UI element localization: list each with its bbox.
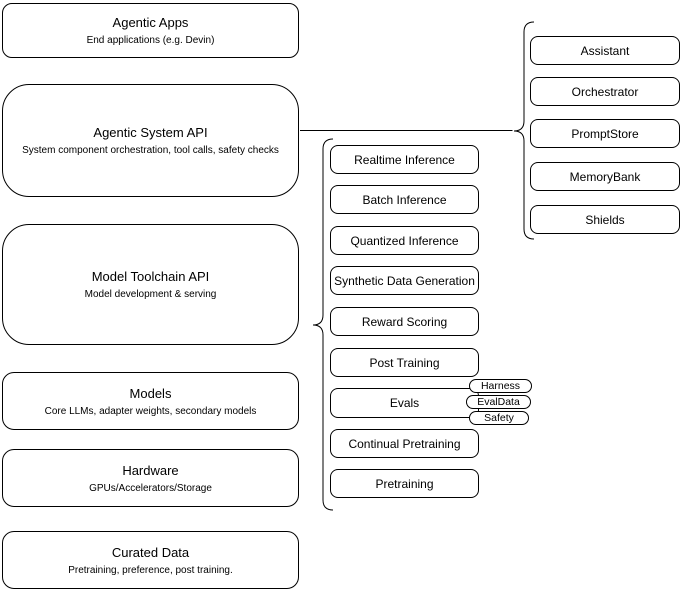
node-label: PromptStore [571, 126, 639, 141]
node-agentic-apps: Agentic Apps End applications (e.g. Devi… [2, 3, 299, 58]
node-synthetic-data-generation: Synthetic Data Generation [330, 266, 479, 295]
node-label: Reward Scoring [361, 314, 448, 329]
node-label: Batch Inference [362, 192, 447, 207]
tag-label: EvalData [477, 396, 520, 408]
node-label: Assistant [580, 43, 630, 58]
tag-evaldata: EvalData [466, 395, 531, 409]
node-model-toolchain-api: Model Toolchain API Model development & … [2, 224, 299, 345]
node-subtitle: Model development & serving [84, 289, 217, 300]
node-evals: Evals [330, 388, 479, 418]
node-memorybank: MemoryBank [530, 162, 680, 191]
node-subtitle: End applications (e.g. Devin) [86, 35, 215, 46]
node-shields: Shields [530, 205, 680, 234]
node-subtitle: Core LLMs, adapter weights, secondary mo… [44, 405, 257, 417]
tag-safety: Safety [469, 411, 529, 425]
node-label: MemoryBank [569, 169, 641, 184]
node-promptstore: PromptStore [530, 119, 680, 148]
node-curated-data: Curated Data Pretraining, preference, po… [2, 531, 299, 589]
node-title: Agentic System API [93, 125, 208, 140]
tag-harness: Harness [469, 379, 532, 393]
toolchain-items-brace [312, 138, 334, 511]
node-label: Orchestrator [571, 84, 639, 99]
node-label: Evals [389, 396, 420, 410]
node-orchestrator: Orchestrator [530, 77, 680, 106]
node-hardware: Hardware GPUs/Accelerators/Storage [2, 449, 299, 507]
node-post-training: Post Training [330, 348, 479, 377]
node-agentic-system-api: Agentic System API System component orch… [2, 84, 299, 197]
node-title: Curated Data [111, 544, 190, 560]
node-subtitle: GPUs/Accelerators/Storage [89, 482, 212, 494]
node-label: Realtime Inference [354, 152, 455, 167]
node-label: Quantized Inference [350, 233, 459, 248]
node-reward-scoring: Reward Scoring [330, 307, 479, 336]
node-subtitle: System component orchestration, tool cal… [22, 145, 279, 156]
node-pretraining: Pretraining [330, 469, 479, 498]
tag-label: Harness [480, 380, 521, 392]
node-label: Post Training [369, 355, 440, 370]
node-label: Pretraining [375, 476, 434, 491]
node-title: Models [129, 385, 172, 401]
node-label: Synthetic Data Generation [334, 273, 475, 288]
system-components-brace [513, 21, 535, 240]
node-realtime-inference: Realtime Inference [330, 145, 479, 174]
node-subtitle: Pretraining, preference, post training. [68, 564, 233, 576]
node-assistant: Assistant [530, 36, 680, 65]
node-title: Hardware [122, 462, 179, 478]
node-label: Continual Pretraining [348, 436, 461, 451]
node-batch-inference: Batch Inference [330, 185, 479, 214]
node-label: Shields [585, 212, 625, 227]
node-continual-pretraining: Continual Pretraining [330, 429, 479, 458]
node-quantized-inference: Quantized Inference [330, 226, 479, 255]
tag-label: Safety [484, 412, 514, 424]
node-models: Models Core LLMs, adapter weights, secon… [2, 372, 299, 430]
node-title: Agentic Apps [112, 15, 189, 30]
node-title: Model Toolchain API [91, 269, 210, 284]
